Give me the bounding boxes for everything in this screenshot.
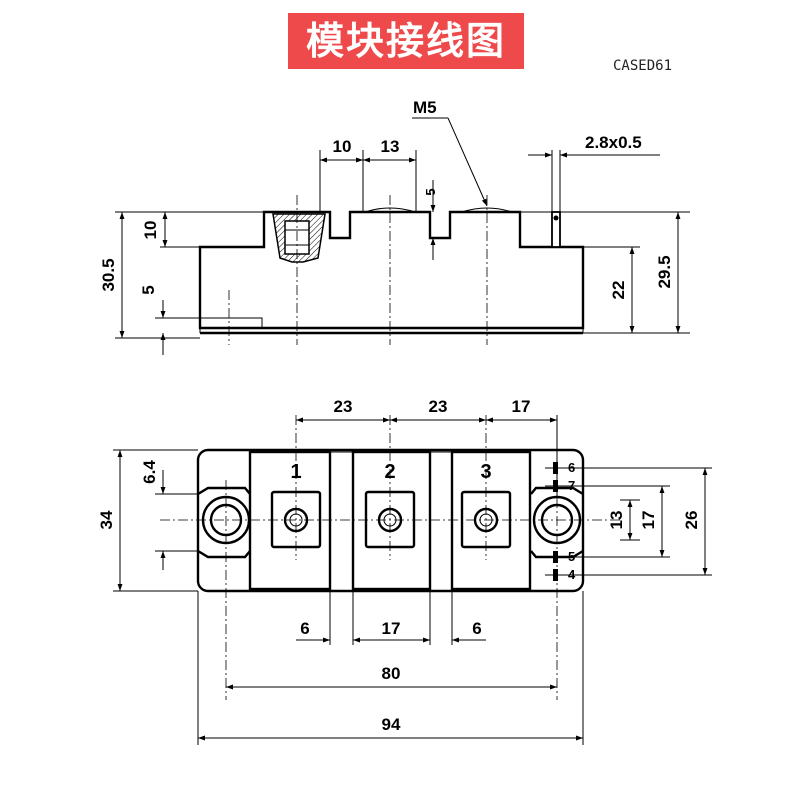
dim-bottom-1: 6: [300, 619, 309, 638]
dim-total-width: 94: [382, 715, 401, 734]
dim-hole-span: 80: [382, 664, 401, 683]
dim-top-1: 23: [334, 397, 353, 416]
dim-left-height: 34: [97, 510, 116, 529]
module-body-top: [196, 448, 585, 593]
terminal-3-label: 3: [480, 461, 491, 483]
terminal-2-label: 2: [384, 461, 395, 483]
case-code-label: CASED61: [613, 58, 673, 74]
dim-top-2: 23: [429, 397, 448, 416]
side-view: 10 13 5 M5 2.8x0.5 30.5 10 5: [99, 98, 690, 355]
dim-left-offset: 6.4: [140, 460, 159, 484]
aux-pin-7-label: 7: [568, 478, 575, 493]
module-body-side: [198, 210, 585, 330]
dim-slot-depth: 5: [423, 188, 438, 195]
dim-bottom-3: 6: [472, 619, 481, 638]
dim-left-upper: 10: [141, 221, 160, 240]
dim-bottom-2: 17: [382, 619, 401, 638]
terminal-1-label: 1: [290, 461, 301, 483]
dim-total-height-left: 30.5: [99, 258, 118, 291]
dim-total-height-right: 29.5: [655, 255, 674, 288]
dim-left-lower: 5: [139, 285, 158, 294]
aux-pin-4-label: 4: [568, 567, 576, 582]
dim-right-outer: 26: [682, 511, 701, 530]
dim-right-inner-height: 22: [609, 281, 628, 300]
thread-label: M5: [413, 98, 437, 117]
title-banner: 模块接线图: [288, 13, 524, 69]
dim-side-top-left: 10: [333, 137, 352, 156]
aux-pin-5-label: 5: [568, 549, 575, 564]
dim-right-mid: 17: [639, 511, 658, 530]
pin-size-label: 2.8x0.5: [585, 133, 642, 152]
dim-top-3: 17: [512, 397, 531, 416]
dim-right-inner: 13: [607, 511, 626, 530]
dim-side-top-right: 13: [381, 137, 400, 156]
aux-pin-6-label: 6: [568, 460, 575, 475]
top-view: 1 2 3 6 7 5 4 23 23 17: [97, 397, 712, 745]
